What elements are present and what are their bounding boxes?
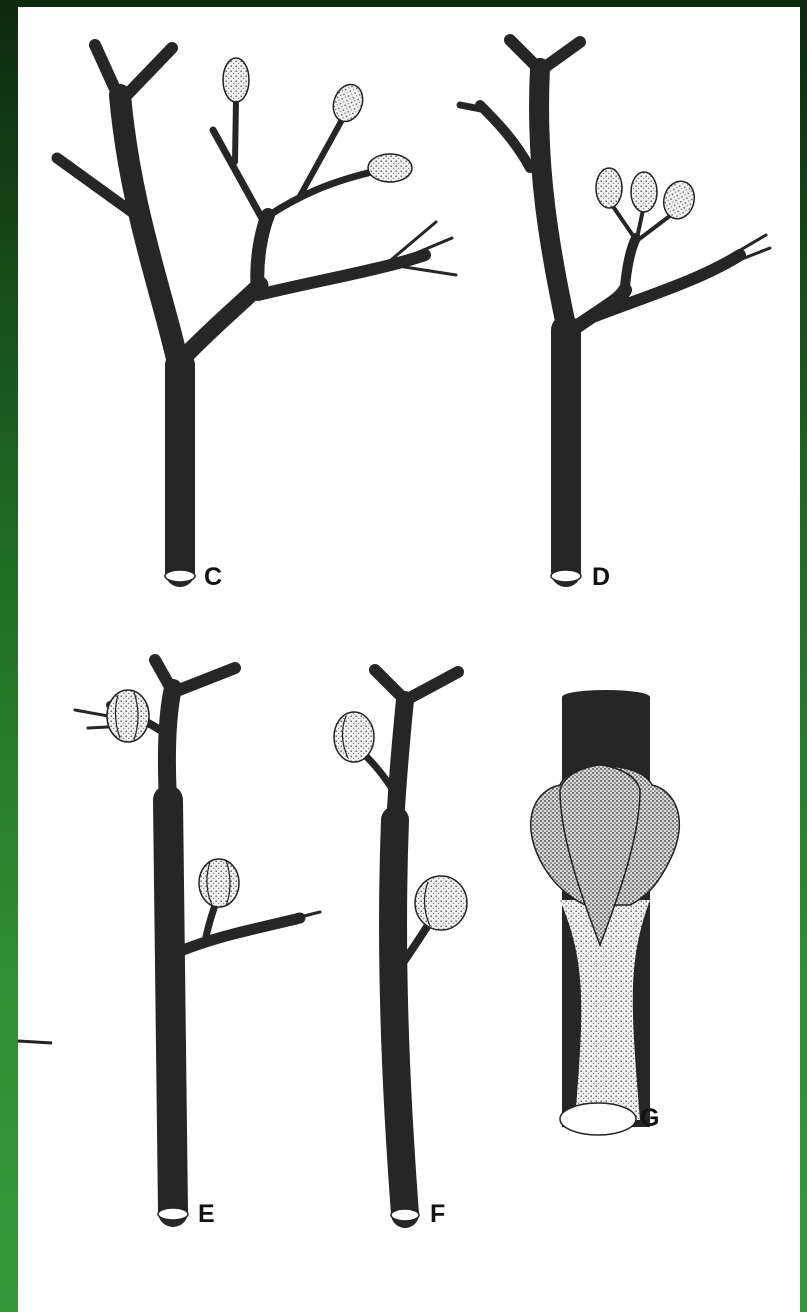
specimen-d	[460, 40, 770, 582]
label-f: F	[430, 1200, 445, 1228]
specimen-e	[75, 660, 320, 1220]
label-d: D	[592, 563, 610, 591]
specimen-g	[531, 690, 680, 1135]
specimen-f	[334, 670, 467, 1221]
specimen-c	[57, 45, 456, 582]
label-c: C	[204, 563, 222, 591]
edge-mark	[18, 1041, 52, 1043]
label-g: G	[640, 1104, 659, 1132]
label-e: E	[198, 1200, 215, 1228]
